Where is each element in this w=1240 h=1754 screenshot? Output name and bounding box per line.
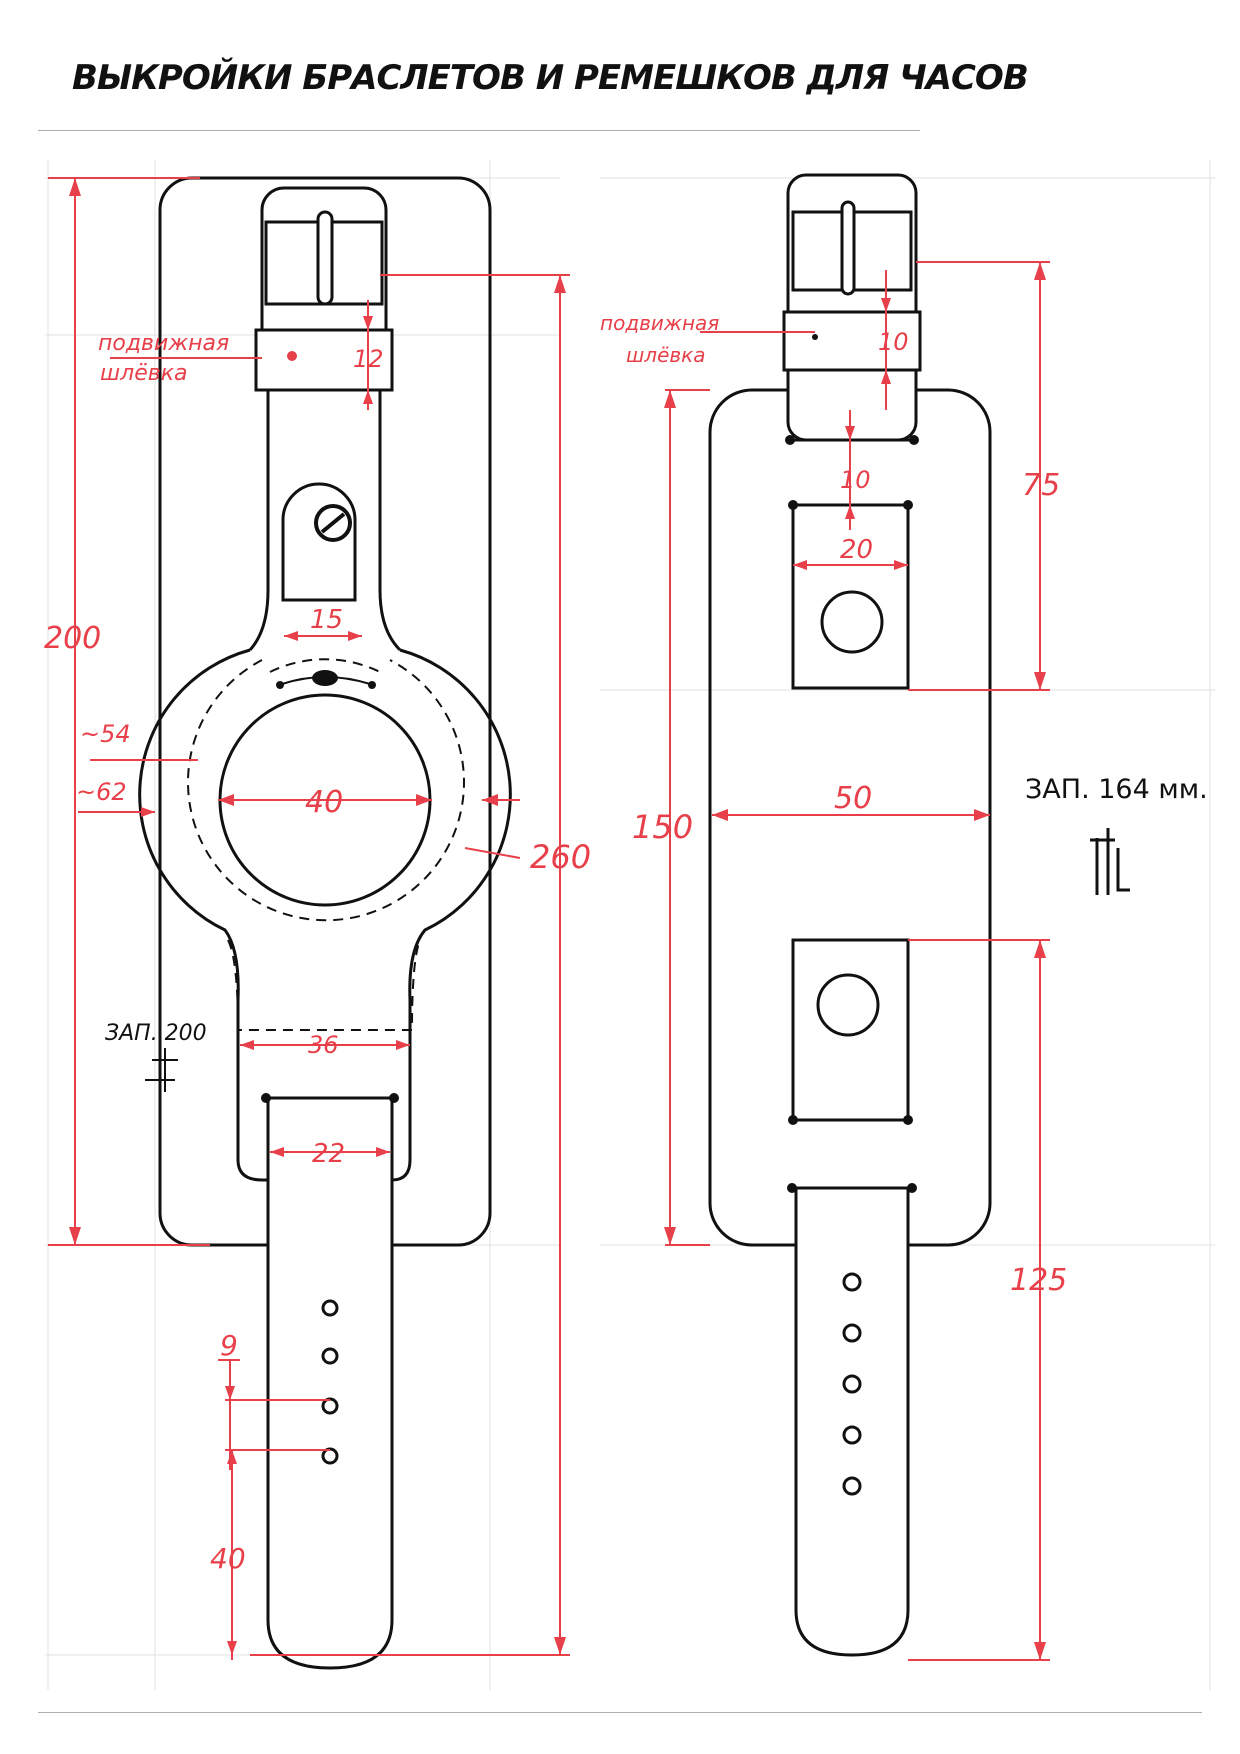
- right-dimensions: [665, 261, 1050, 1661]
- left-dim-hole-pitch: 9: [220, 1329, 238, 1362]
- left-dim-lower-width: 36: [308, 1031, 339, 1059]
- right-reserve-note: ЗАП. 164 мм.: [1025, 774, 1208, 805]
- right-buckle-prong: [840, 200, 856, 296]
- page-title: ВЫКРОЙКИ БРАСЛЕТОВ И РЕМЕШКОВ ДЛЯ ЧАСОВ: [72, 58, 1029, 98]
- footer-divider: [38, 1712, 1202, 1713]
- left-dim-full-length: 260: [530, 838, 591, 876]
- left-buckle-prong: [316, 210, 334, 306]
- right-dim-window: 20: [840, 535, 873, 565]
- left-labels: подвижная шлёвка 12 15 200 260 ~54 ~62 4…: [44, 331, 591, 1575]
- left-reserve-note: ЗАП. 200: [105, 1021, 207, 1046]
- left-dim-strap-width: 22: [312, 1139, 345, 1169]
- right-pattern: [708, 173, 992, 1657]
- left-pattern: [138, 176, 512, 1670]
- right-dim-upper-strap: 75: [1022, 468, 1060, 503]
- right-dim-cuff-height: 150: [632, 808, 693, 846]
- left-dim-tab: 15: [310, 605, 343, 635]
- header-divider: [38, 130, 920, 131]
- right-arrowheads: [664, 262, 1046, 1660]
- right-rivet-upper: [820, 590, 884, 654]
- left-seam-symbol: [145, 1048, 178, 1092]
- left-dim-inner-ring: ~54: [80, 720, 131, 748]
- right-dim-gap: 10: [840, 466, 871, 494]
- right-tail-strap: [794, 1188, 910, 1657]
- left-dim-case: 40: [305, 785, 343, 820]
- left-stitching: [187, 659, 465, 1031]
- right-loop-label-1: подвижная: [600, 311, 719, 335]
- left-loop-label-2: шлёвка: [100, 361, 187, 386]
- right-labels: подвижная шлёвка 10 10 20 75 150 50 125 …: [600, 311, 1208, 1298]
- left-dim-hole-offset: 40: [210, 1542, 246, 1575]
- left-upper-strap: [248, 390, 402, 652]
- left-screw-tab: [281, 482, 357, 602]
- right-strap-holes: [842, 1272, 862, 1496]
- left-dim-total-height: 200: [44, 621, 101, 656]
- right-seam-symbol: [1090, 828, 1130, 895]
- left-dim-outer-ring: ~62: [76, 778, 127, 806]
- left-tail-strap: [266, 1100, 394, 1670]
- left-dim-loop: 12: [353, 345, 384, 373]
- right-rivet-lower: [816, 973, 880, 1037]
- right-dim-loop: 10: [878, 328, 909, 356]
- left-loop-label-1: подвижная: [98, 331, 229, 356]
- left-sliding-loop: [254, 328, 394, 392]
- right-dim-cuff-width: 50: [834, 781, 872, 816]
- right-sliding-loop: [782, 310, 922, 372]
- right-loop-label-2: шлёвка: [626, 343, 706, 367]
- right-dim-lower-strap: 125: [1010, 1263, 1067, 1298]
- left-arrowheads: [69, 178, 566, 1655]
